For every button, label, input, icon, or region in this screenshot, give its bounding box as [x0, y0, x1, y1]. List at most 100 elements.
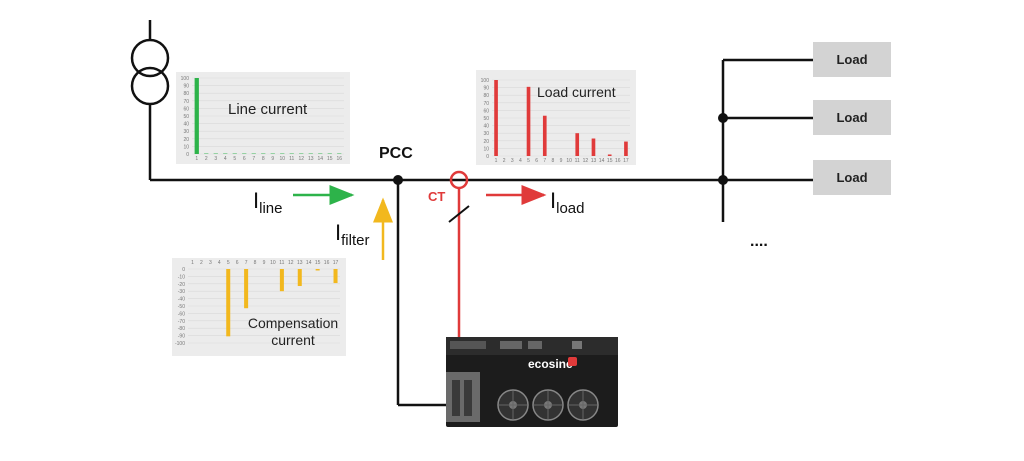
x-tick-label: 6: [236, 260, 239, 266]
x-tick-label: 5: [233, 156, 236, 162]
chart-title: Line current: [228, 101, 308, 118]
x-tick-label: 3: [214, 156, 217, 162]
bar: [624, 141, 628, 156]
load-box-3: Load: [813, 160, 891, 195]
x-tick-label: 7: [543, 158, 546, 164]
bar: [494, 80, 498, 156]
x-tick-label: 5: [527, 158, 530, 164]
chart-title-line: current: [271, 332, 315, 348]
x-tick-label: 2: [503, 158, 506, 164]
chart-title: Compensation: [248, 315, 338, 331]
bar: [333, 269, 338, 284]
x-tick-label: 2: [205, 156, 208, 162]
y-tick-label: 70: [183, 99, 189, 105]
y-tick-label: 80: [483, 93, 489, 99]
bar: [297, 269, 302, 287]
bar: [279, 269, 284, 292]
chart-panel: [172, 258, 346, 356]
i-load-label: Iload: [550, 188, 584, 217]
cooling-fan-icon: [567, 389, 599, 421]
terminal-block: [446, 372, 480, 422]
y-tick-label: -10: [178, 274, 185, 280]
load-box-2: Load: [813, 100, 891, 135]
device-brand-label: ecosine: [528, 357, 573, 371]
y-tick-label: 60: [483, 108, 489, 114]
x-tick-label: 14: [306, 260, 312, 266]
load-junction-lower: [718, 175, 728, 185]
x-tick-label: 4: [519, 158, 522, 164]
chart-panel: [476, 70, 636, 165]
x-tick-label: 15: [607, 158, 613, 164]
bar: [226, 269, 231, 337]
bar: [542, 115, 547, 156]
x-tick-label: 11: [279, 260, 284, 266]
y-tick-label: 50: [183, 114, 189, 120]
x-tick-label: 1: [195, 156, 198, 162]
x-tick-label: 9: [271, 156, 274, 162]
y-tick-label: 30: [483, 131, 489, 137]
brand-badge-icon: [568, 357, 577, 366]
x-tick-label: 7: [252, 156, 255, 162]
x-tick-label: 10: [270, 260, 276, 266]
x-tick-label: 17: [333, 260, 339, 266]
y-tick-label: -20: [178, 282, 185, 288]
y-tick-label: 60: [183, 106, 189, 112]
y-tick-label: 100: [181, 76, 190, 82]
more-loads-ellipsis: ....: [750, 233, 768, 250]
x-tick-label: 16: [615, 158, 621, 164]
bar: [194, 78, 199, 154]
y-tick-label: 20: [183, 137, 189, 143]
y-tick-label: 0: [486, 154, 489, 160]
x-tick-label: 13: [308, 156, 314, 162]
x-tick-label: 8: [254, 260, 257, 266]
y-tick-label: 70: [483, 101, 489, 107]
x-tick-label: 15: [327, 156, 333, 162]
x-tick-label: 15: [315, 260, 321, 266]
x-tick-label: 12: [583, 158, 589, 164]
x-tick-label: 4: [218, 260, 221, 266]
cooling-fan-icon: [532, 389, 564, 421]
x-tick-label: 16: [336, 156, 342, 162]
y-tick-label: 10: [483, 146, 489, 152]
x-tick-label: 3: [209, 260, 212, 266]
cooling-fan-icon: [497, 389, 529, 421]
x-tick-label: 13: [591, 158, 597, 164]
x-tick-label: 8: [262, 156, 265, 162]
load-box-1: Load: [813, 42, 891, 77]
x-tick-label: 1: [191, 260, 194, 266]
y-tick-label: -50: [178, 304, 185, 310]
load-label: Load: [836, 170, 867, 185]
y-tick-label: 0: [186, 152, 189, 158]
y-tick-label: -60: [178, 311, 185, 317]
y-tick-label: 90: [183, 84, 189, 90]
y-tick-label: -80: [178, 326, 185, 332]
x-tick-label: 13: [297, 260, 303, 266]
x-tick-label: 1: [495, 158, 498, 164]
y-tick-label: 30: [183, 129, 189, 135]
y-tick-label: 10: [183, 144, 189, 150]
x-tick-label: 17: [623, 158, 629, 164]
x-tick-label: 10: [279, 156, 285, 162]
x-tick-label: 12: [288, 260, 294, 266]
y-tick-label: 100: [481, 78, 490, 84]
ct-label: CT: [428, 189, 445, 204]
x-tick-label: 14: [317, 156, 323, 162]
i-filter-label: Ifilter: [335, 220, 369, 249]
main-wiring: [148, 58, 813, 407]
bar: [575, 133, 580, 156]
x-tick-label: 12: [298, 156, 304, 162]
bar: [607, 154, 612, 156]
pcc-label: PCC: [379, 145, 413, 162]
x-tick-label: 8: [551, 158, 554, 164]
x-tick-label: 6: [535, 158, 538, 164]
x-tick-label: 7: [245, 260, 248, 266]
x-tick-label: 5: [227, 260, 230, 266]
x-tick-label: 11: [575, 158, 580, 164]
x-tick-label: 9: [560, 158, 563, 164]
x-tick-label: 2: [200, 260, 203, 266]
bar: [315, 269, 320, 271]
